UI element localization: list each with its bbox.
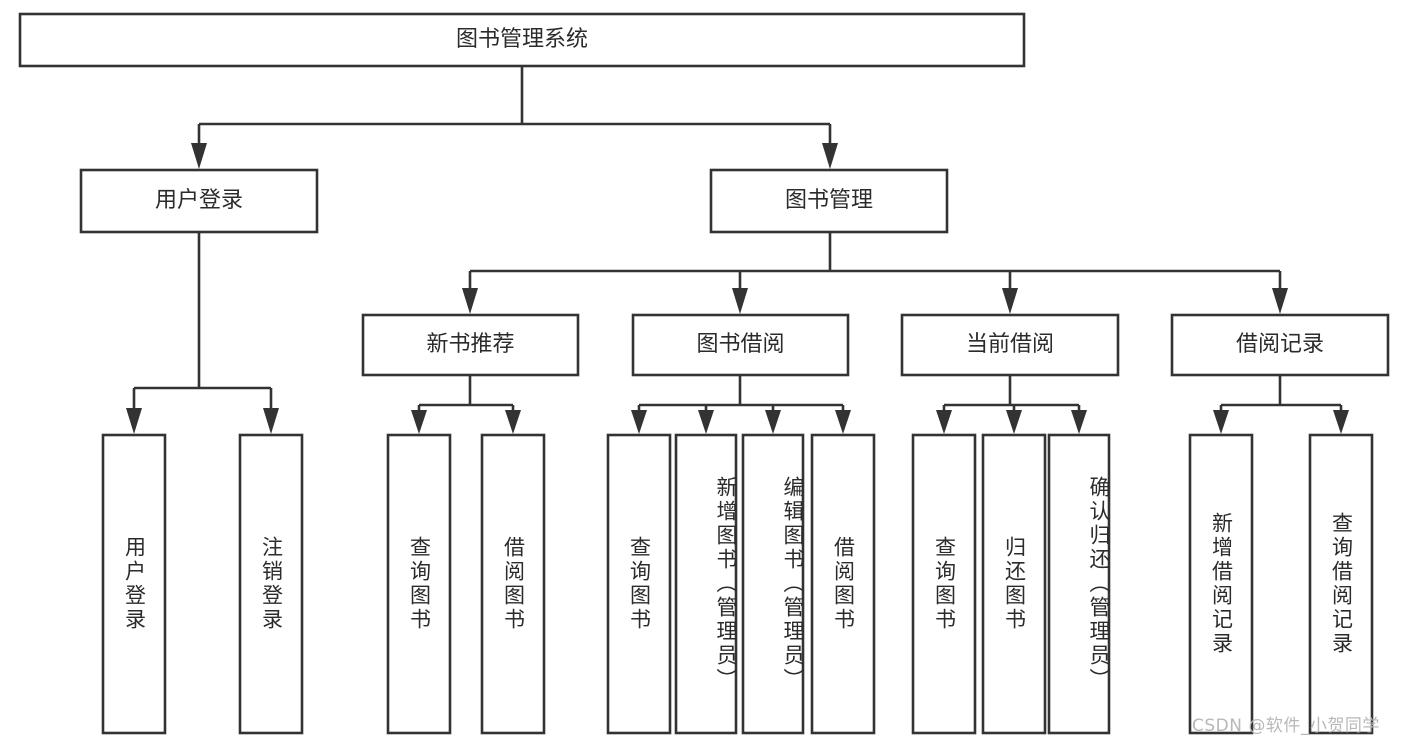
arrow-head-icon bbox=[263, 408, 279, 434]
arrow-head-icon bbox=[191, 143, 207, 169]
arrow-head-icon bbox=[1213, 410, 1229, 434]
arrow-head-icon bbox=[835, 410, 851, 434]
watermark-text: CSDN @软件_小贺同学 bbox=[1192, 716, 1380, 736]
arrow-head-icon bbox=[505, 410, 521, 434]
arrow-head-icon bbox=[1006, 410, 1022, 434]
node-box-leaf[interactable] bbox=[981, 433, 1047, 735]
node-box-leaf[interactable] bbox=[674, 433, 738, 735]
node-box-leaf[interactable] bbox=[480, 433, 546, 735]
node-box-book-borrow[interactable] bbox=[631, 313, 850, 377]
arrow-head-icon bbox=[1272, 288, 1288, 314]
arrow-head-icon bbox=[462, 288, 478, 314]
connectors-root-to-level2 bbox=[191, 66, 838, 169]
node-box-leaf[interactable] bbox=[911, 433, 977, 735]
arrow-head-icon bbox=[822, 143, 838, 169]
node-box-new-book-recommend[interactable] bbox=[361, 313, 580, 377]
node-box-leaf[interactable] bbox=[1188, 433, 1254, 735]
node-box-leaf[interactable] bbox=[741, 433, 805, 735]
node-box-leaf[interactable] bbox=[101, 433, 167, 735]
connectors-newbook-to-leaves bbox=[411, 375, 521, 434]
node-box-leaf[interactable] bbox=[606, 433, 672, 735]
arrow-head-icon bbox=[936, 410, 952, 434]
node-box-current-borrow[interactable] bbox=[900, 313, 1120, 377]
arrow-head-icon bbox=[631, 410, 647, 434]
arrow-head-icon bbox=[765, 410, 781, 434]
node-box-root[interactable] bbox=[18, 12, 1026, 68]
connectors-userlogin-to-leaves bbox=[126, 232, 279, 434]
node-box-leaf[interactable] bbox=[810, 433, 876, 735]
arrow-head-icon bbox=[732, 288, 748, 314]
node-box-leaf[interactable] bbox=[238, 433, 304, 735]
connectors-booksmgmt-to-level3 bbox=[462, 232, 1288, 314]
connectors-borrowrecord-to-leaves bbox=[1213, 375, 1349, 434]
node-box-leaf[interactable] bbox=[1047, 433, 1111, 735]
node-box-leaf[interactable] bbox=[1308, 433, 1374, 735]
arrow-head-icon bbox=[411, 410, 427, 434]
arrow-head-icon bbox=[698, 410, 714, 434]
node-box-borrow-record[interactable] bbox=[1170, 313, 1390, 377]
arrow-head-icon bbox=[1002, 288, 1018, 314]
node-box-book-management[interactable] bbox=[709, 168, 949, 234]
node-box-user-login[interactable] bbox=[79, 168, 319, 234]
node-box-leaf[interactable] bbox=[386, 433, 452, 735]
arrow-head-icon bbox=[1071, 410, 1087, 434]
connectors-currentborrow-to-leaves bbox=[936, 375, 1087, 434]
connectors-bookborrow-to-leaves bbox=[631, 375, 851, 434]
arrow-head-icon bbox=[1333, 410, 1349, 434]
arrow-head-icon bbox=[126, 408, 142, 434]
